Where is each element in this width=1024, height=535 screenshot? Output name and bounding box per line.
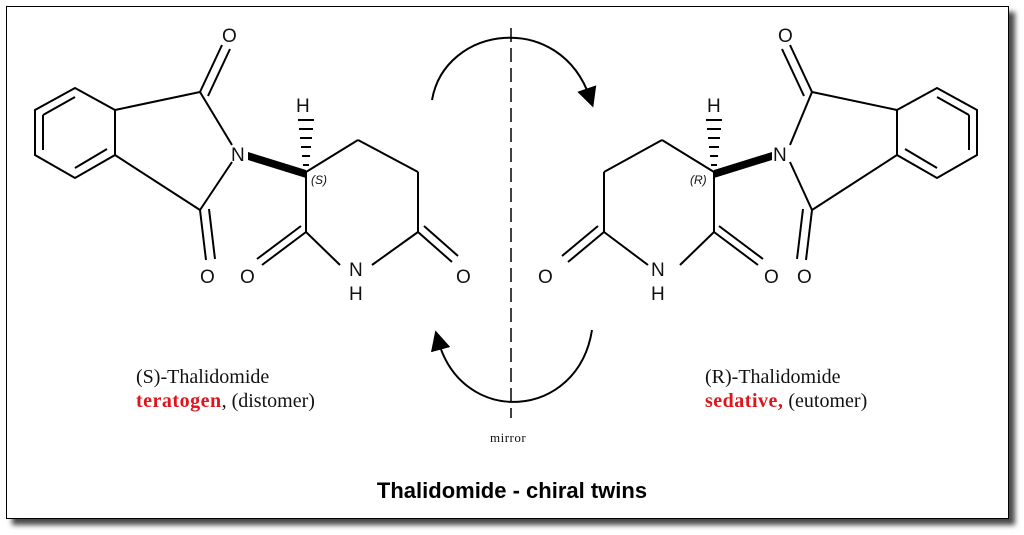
- oxygen-atom: O: [456, 267, 471, 288]
- left-caption: (S)-Thalidomide teratogen, (distomer): [136, 365, 315, 413]
- hashed-bond: [706, 119, 722, 166]
- hydrogen-atom: H: [349, 284, 363, 305]
- s-thalidomide-description: teratogen, (distomer): [136, 389, 315, 413]
- r-thalidomide-name: (R)-Thalidomide: [705, 366, 841, 388]
- stereo-label-s: (S): [311, 173, 327, 187]
- teratogen-label: teratogen: [136, 390, 222, 412]
- wedge-bond: [714, 152, 772, 178]
- oxygen-atom: O: [200, 267, 215, 288]
- eutomer-label: (eutomer): [788, 390, 868, 412]
- hydrogen-atom: H: [707, 96, 721, 117]
- oxygen-atom: O: [778, 26, 793, 47]
- oxygen-atom: O: [538, 267, 553, 288]
- nitrogen-atom: N: [651, 260, 665, 281]
- sedative-label: sedative,: [705, 390, 784, 412]
- nitrogen-atom: N: [773, 145, 787, 166]
- oxygen-atom: O: [222, 26, 237, 47]
- figure-title: Thalidomide - chiral twins: [376, 478, 648, 503]
- distomer-label: (distomer): [231, 390, 315, 412]
- r-thalidomide-description: sedative, (eutomer): [705, 389, 867, 413]
- hashed-bond: [298, 119, 314, 166]
- upper-rotation-arrow: [431, 36, 597, 108]
- nitrogen-atom: N: [349, 260, 363, 281]
- stereo-label-r: (R): [690, 173, 707, 187]
- nitrogen-atom: N: [231, 145, 245, 166]
- separator: ,: [221, 390, 232, 412]
- figure-frame: [6, 6, 1009, 519]
- oxygen-atom: O: [797, 267, 812, 288]
- mirror-label: mirror: [490, 430, 527, 445]
- oxygen-atom: O: [240, 267, 255, 288]
- oxygen-atom: O: [764, 267, 779, 288]
- hydrogen-atom: H: [296, 96, 310, 117]
- r-thalidomide-structure: [561, 44, 978, 266]
- right-caption: (R)-Thalidomide sedative, (eutomer): [705, 365, 867, 413]
- hydrogen-atom: H: [651, 284, 665, 305]
- s-thalidomide-name: (S)-Thalidomide: [136, 366, 270, 388]
- wedge-bond: [248, 152, 306, 178]
- lower-rotation-arrow: [430, 329, 593, 403]
- s-thalidomide-structure: [34, 44, 459, 266]
